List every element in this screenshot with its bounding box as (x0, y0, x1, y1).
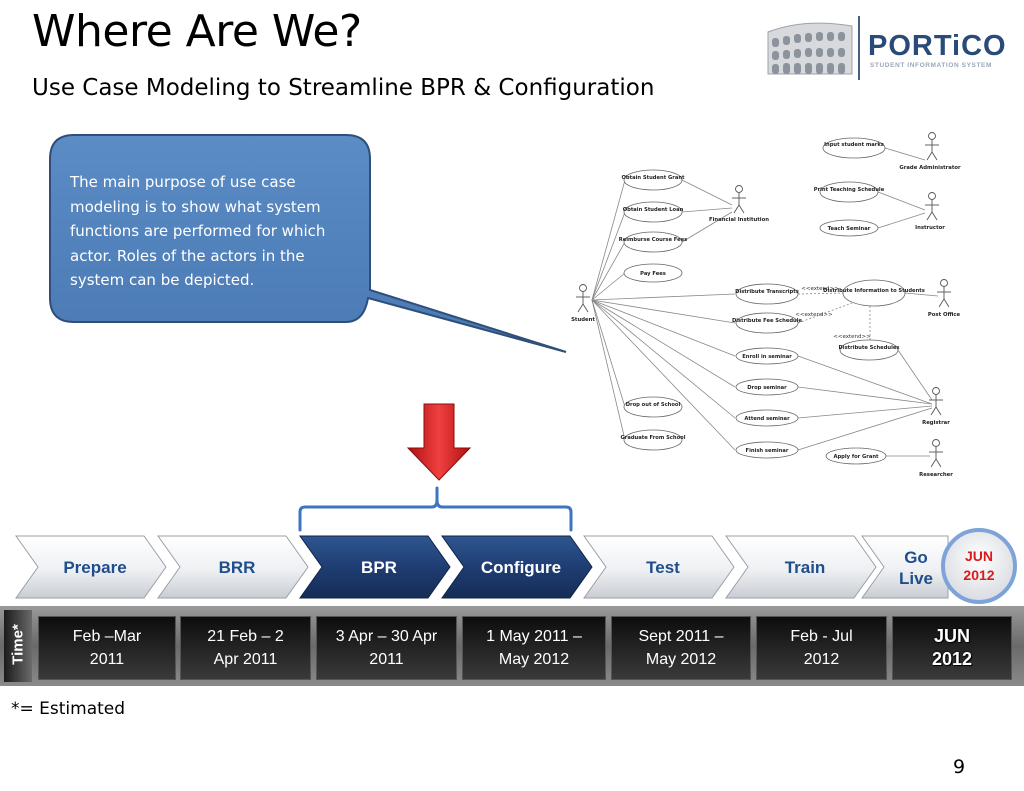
timeline-date-line1: Feb –Mar (72, 628, 142, 645)
timeline-date-line2: May 2012 (498, 651, 570, 668)
actor-stick-icon (732, 185, 746, 214)
logo-wordmark: PORTiCO (868, 30, 1007, 62)
stage-chevron-prepare: Prepare (15, 535, 167, 599)
timeline-date-line2: May 2012 (645, 651, 717, 668)
go-live-month: JUN (965, 548, 993, 564)
slide-title: Where Are We? (32, 6, 362, 57)
timeline-date-line1: JUN (933, 626, 970, 646)
stage-label: Test (646, 558, 680, 577)
timeline-date-line1: Feb - Jul (790, 628, 853, 645)
stage-label: Configure (481, 558, 561, 577)
logo-divider (858, 16, 860, 80)
actor-stick-icon (925, 132, 939, 161)
portico-logo: PORTiCO STUDENT INFORMATION SYSTEM (762, 12, 1012, 84)
logo-tagline: STUDENT INFORMATION SYSTEM (870, 62, 993, 69)
use-case-label: Drop seminar (747, 385, 787, 391)
timeline-label-tab: Time* (4, 610, 32, 682)
stage-label: Train (785, 558, 826, 577)
stage-chevron-bpr: BPR (299, 535, 451, 599)
actor-stick-icon (925, 192, 939, 221)
use-case-diagram: Input student marks Obtain Student Grant… (571, 132, 961, 478)
timeline-date-line1: 3 Apr – 30 Apr (335, 628, 438, 645)
footnote: *= Estimated (11, 699, 126, 719)
timeline-cell: Sept 2011 – May 2012 (611, 616, 751, 680)
use-case-label: Distribute Fee Schedule (732, 318, 803, 324)
actor-label: Post Office (928, 312, 961, 318)
stage-chevron-configure: Configure (441, 535, 593, 599)
extend-label: <<extend>> (801, 286, 839, 292)
stage-label: Prepare (63, 558, 126, 577)
go-live-year: 2012 (963, 567, 994, 583)
use-case-label: Distribute Schedules (838, 345, 899, 351)
use-case-label: Drop out of School (626, 402, 681, 408)
actor-stick-icon (576, 284, 590, 313)
use-case-label: Reimburse Course Fees (619, 237, 688, 243)
timeline-date-line2: Apr 2011 (213, 651, 278, 668)
use-case-label: Input student marks (824, 142, 884, 148)
actor-label: Researcher (919, 472, 953, 478)
go-live-label-line2: Live (899, 569, 933, 588)
callout-text: The main purpose of use case modeling is… (70, 173, 326, 289)
timeline-cell: 21 Feb – 2 Apr 2011 (180, 616, 311, 680)
actor-stick-icon (929, 387, 943, 416)
use-case-label: Pay Fees (640, 271, 666, 277)
slide-subtitle: Use Case Modeling to Streamline BPR & Co… (32, 75, 655, 101)
actor-label: Instructor (915, 225, 945, 231)
use-case-label: Obtain Student Loan (623, 207, 684, 213)
use-case-label: Distribute Transcripts (735, 289, 799, 295)
timeline-cell: 1 May 2011 – May 2012 (462, 616, 606, 680)
timeline-date-line1: 21 Feb – 2 (207, 628, 284, 645)
stage-label: BPR (361, 558, 397, 577)
use-case-label: Finish seminar (746, 448, 789, 454)
go-live-marker: Go Live JUN 2012 (861, 528, 1017, 604)
stage-label: BRR (219, 558, 256, 577)
stage-chevron-test: Test (583, 535, 735, 599)
actor-stick-icon (937, 279, 951, 308)
timeline-date-line1: Sept 2011 – (638, 628, 724, 645)
use-case-label: Graduate From School (621, 435, 686, 441)
timeline-date-line2: 2012 (931, 649, 973, 669)
page-number: 9 (953, 756, 966, 778)
timeline-cell: Feb –Mar 2011 (38, 616, 176, 680)
use-case-label: Print Teaching Schedule (814, 187, 885, 193)
timeline-date-line2: 2011 (89, 651, 125, 668)
actor-stick-icon (929, 439, 943, 468)
use-case-label: Obtain Student Grant (622, 175, 686, 181)
timeline-cell: Feb - Jul 2012 (756, 616, 887, 680)
use-case-label: Teach Seminar (828, 226, 871, 232)
use-case-label: Attend seminar (744, 416, 790, 422)
use-case-label: Distribute Information to Students (823, 288, 925, 294)
stage-chevron-train: Train (725, 535, 877, 599)
process-chevrons: Prepare BRR BPR Configure Test Train Go Live … (15, 528, 1017, 604)
actor-label: Financial Institution (709, 217, 769, 223)
timeline-date-line1: 1 May 2011 – (486, 628, 582, 645)
use-case-label: Enroll in seminar (742, 354, 792, 360)
stage-chevron-brr: BRR (157, 535, 309, 599)
actor-label: Grade Administrator (899, 165, 961, 171)
colosseum-icon (767, 22, 853, 75)
timeline-cell-go-live: JUN 2012 (892, 616, 1012, 680)
timeline-date-line2: 2011 (369, 651, 404, 668)
use-case-label: Apply for Grant (833, 454, 879, 460)
actor-label: Registrar (922, 420, 950, 426)
timeline-label: Time* (9, 624, 27, 665)
extend-label: <<extend>> (795, 312, 833, 318)
actor-label: Student (571, 317, 595, 323)
extend-label: <<extend>> (833, 334, 871, 340)
timeline-bar: Time* Feb –Mar 2011 21 Feb – 2 Apr 2011 3 … (0, 606, 1024, 686)
timeline-date-line2: 2012 (803, 651, 840, 668)
go-live-label-line1: Go (904, 548, 928, 567)
timeline-cell: 3 Apr – 30 Apr 2011 (316, 616, 457, 680)
